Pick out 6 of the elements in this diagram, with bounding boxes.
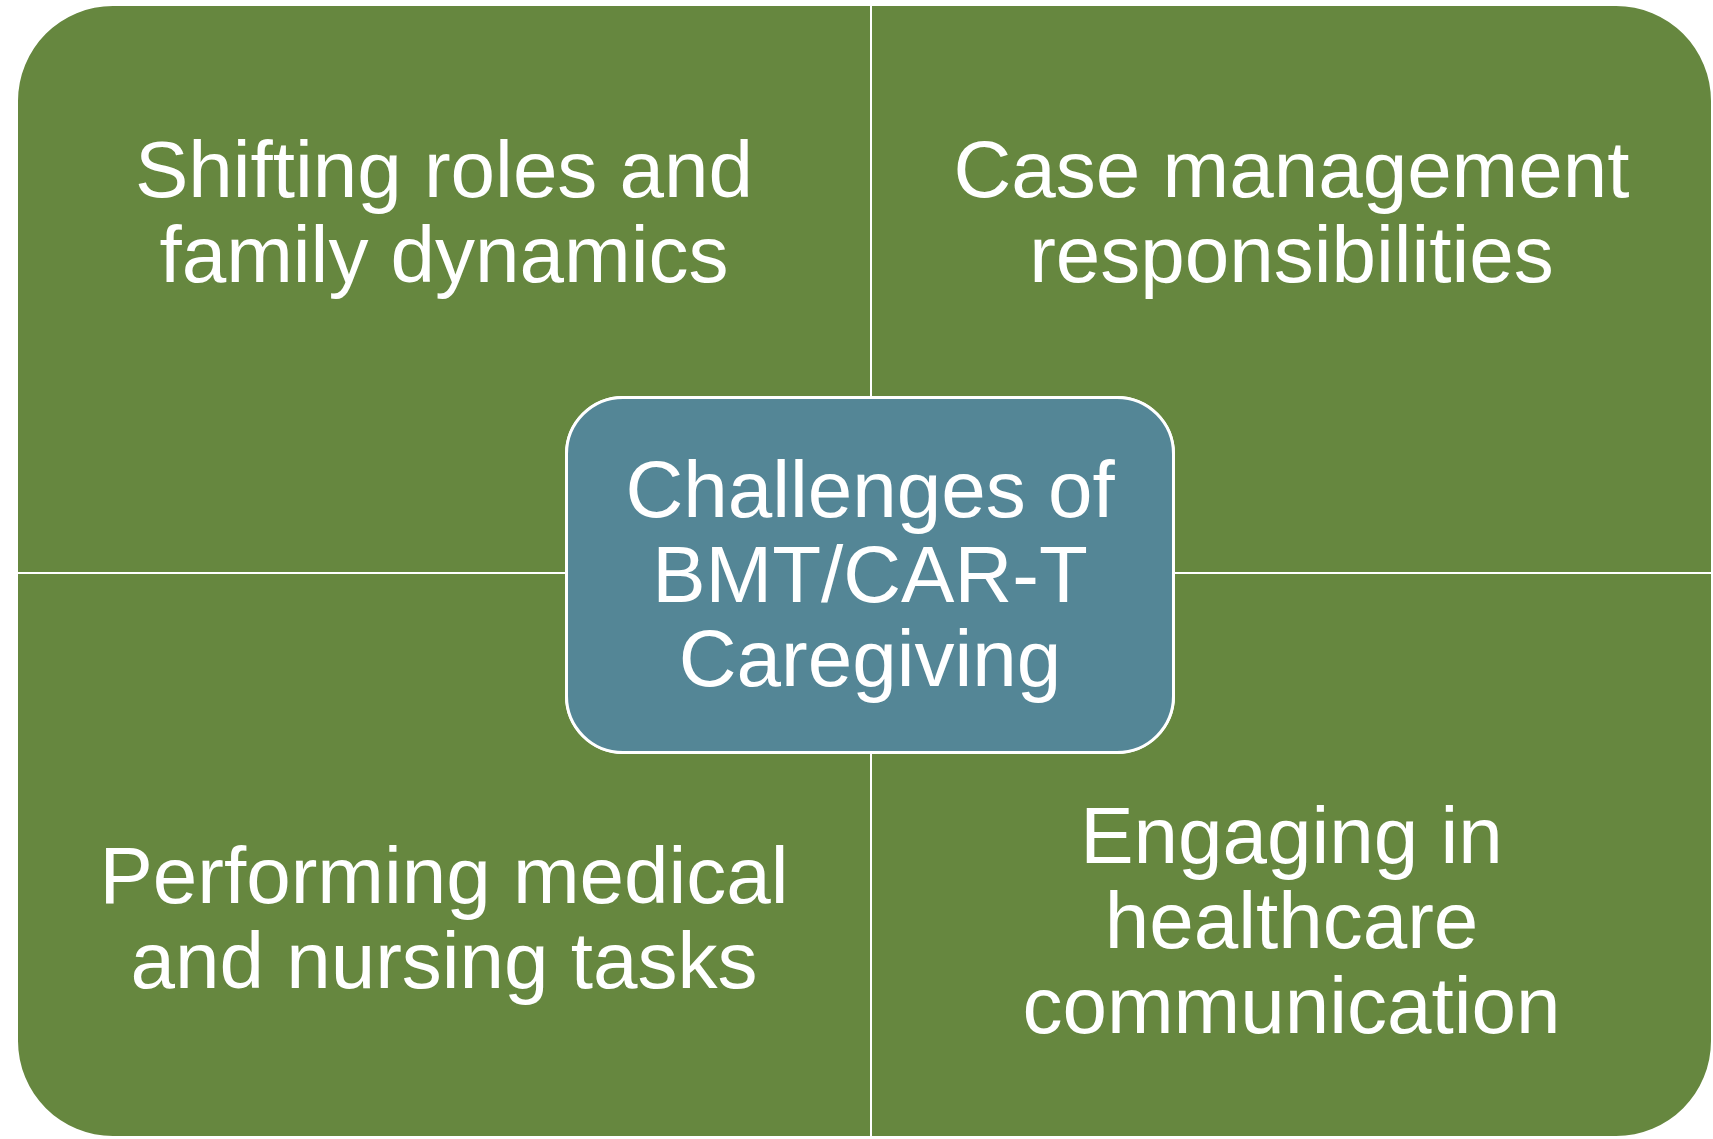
- challenge-text: Case management responsibilities: [952, 128, 1631, 298]
- challenge-text: Shifting roles and family dynamics: [133, 128, 755, 298]
- challenge-text: Engaging in healthcare communication: [1021, 794, 1562, 1049]
- challenge-text: Performing medical and nursing tasks: [98, 834, 790, 1004]
- center-title: Challenges of BMT/CAR-T Caregiving: [624, 447, 1116, 703]
- center-box: [565, 396, 1175, 754]
